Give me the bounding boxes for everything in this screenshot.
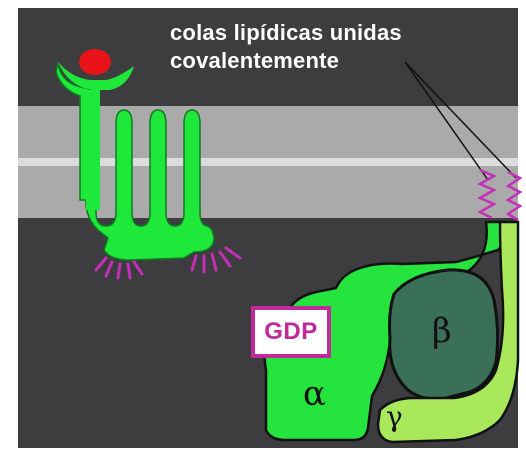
gamma-label: γ bbox=[386, 400, 403, 433]
beta-label: β bbox=[432, 311, 452, 351]
caption-line-1: colas lipídicas unidas bbox=[170, 20, 402, 45]
ligand bbox=[79, 49, 111, 75]
membrane-midline bbox=[18, 158, 518, 166]
receptor-lipid-tails-right bbox=[190, 246, 242, 274]
gdp-label-box: GDP bbox=[251, 306, 331, 358]
alpha-label: α bbox=[303, 374, 326, 414]
receptor-lipid-tails-left bbox=[94, 256, 144, 280]
g-beta-subunit bbox=[388, 268, 500, 401]
membrane-outer-leaflet bbox=[18, 106, 518, 160]
g-gamma-subunit bbox=[376, 220, 520, 444]
caption-pointer-lines bbox=[404, 61, 517, 181]
gpcr-receptor bbox=[55, 61, 215, 261]
membrane-inner-leaflet bbox=[18, 166, 518, 218]
caption-line-2: covalentemente bbox=[170, 48, 340, 73]
g-protein-lipid-anchors bbox=[477, 168, 523, 222]
gdp-label: GDP bbox=[264, 318, 318, 345]
